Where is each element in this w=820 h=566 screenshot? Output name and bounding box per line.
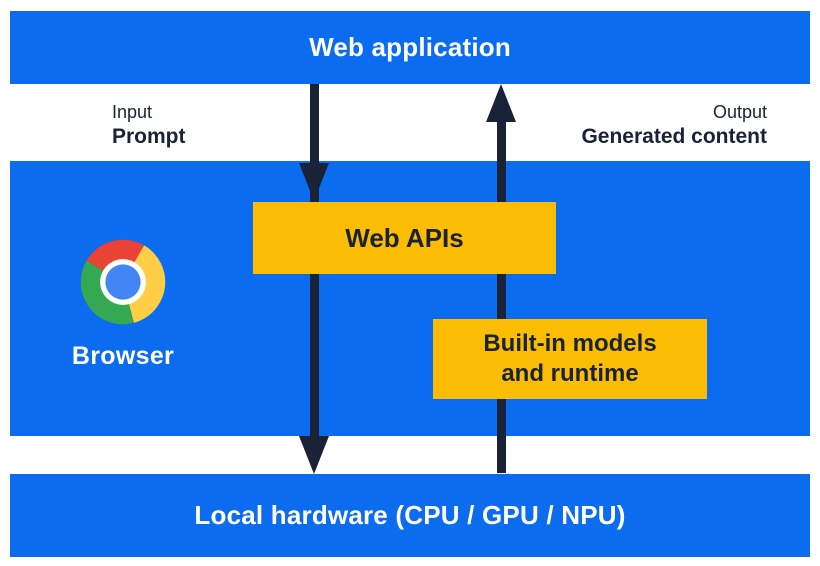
browser-label: Browser bbox=[71, 342, 175, 370]
web-apis-label: Web APIs bbox=[345, 222, 464, 253]
local-hardware-label: Local hardware (CPU / GPU / NPU) bbox=[194, 500, 626, 530]
down-arrowhead-to-web-apis bbox=[299, 163, 329, 201]
builtin-models-label-line1: Built-in models bbox=[483, 330, 657, 357]
web-apis-box: Web APIs bbox=[253, 202, 556, 274]
web-application-bar: Web application bbox=[10, 11, 810, 84]
up-arrow-shaft bbox=[497, 122, 506, 473]
output-caption-block: Output Generated content bbox=[581, 101, 767, 150]
down-arrowhead-to-local-hardware bbox=[299, 436, 329, 474]
output-caption: Output bbox=[712, 102, 767, 122]
input-caption-block: Input Prompt bbox=[112, 101, 186, 150]
builtin-models-label-line2: and runtime bbox=[501, 360, 639, 387]
local-hardware-bar: Local hardware (CPU / GPU / NPU) bbox=[10, 474, 810, 557]
web-application-label: Web application bbox=[309, 32, 511, 62]
up-arrowhead-to-web-application bbox=[486, 84, 516, 122]
input-caption: Input bbox=[112, 102, 153, 122]
chrome-logo-icon bbox=[80, 239, 166, 325]
builtin-models-box: Built-in models and runtime bbox=[433, 319, 707, 399]
prompt-label: Prompt bbox=[112, 125, 186, 148]
generated-content-label: Generated content bbox=[581, 125, 767, 148]
